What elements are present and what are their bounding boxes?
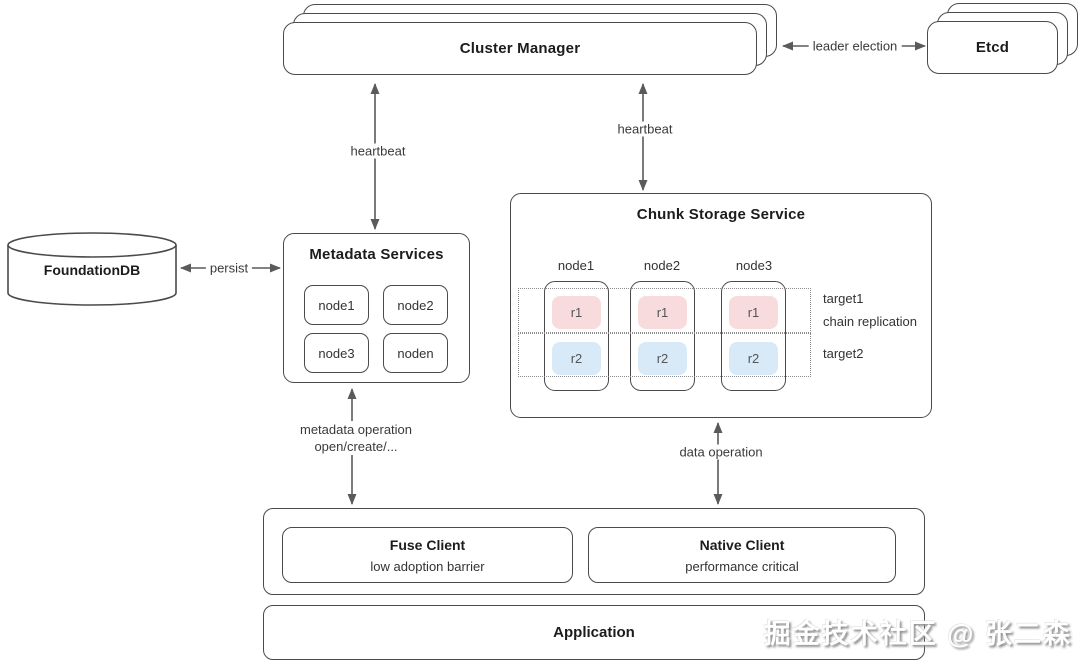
cluster-manager-label: Cluster Manager [459,40,581,57]
metadata-node1: node1 [304,285,369,325]
chunk-node2-replica-r1: r1 [638,296,687,329]
chunk-node3-box: r1 r2 [721,281,786,391]
persist-label: persist [205,260,253,276]
native-client-subtitle: performance critical [685,558,799,574]
chunk-node1-label: node1 [557,258,595,273]
cluster-manager-box: Cluster Manager [283,22,757,75]
heartbeat-metadata-label: heartbeat [346,143,410,159]
chunk-storage-title: Chunk Storage Service [636,206,806,223]
chunk-node1-replica-r2: r2 [552,342,601,375]
target2-label: target2 [823,346,864,361]
chain-replication-label: chain replication [823,314,917,329]
heartbeat-chunk-label: heartbeat [613,121,677,137]
application-label: Application [553,624,635,641]
foundationdb-label: FoundationDB [43,262,141,278]
application-box: Application [263,605,925,660]
chunk-node3-replica-r1: r1 [729,296,778,329]
leader-election-label: leader election [808,38,902,54]
chunk-node1-box: r1 r2 [544,281,609,391]
metadata-noden: noden [383,333,448,373]
metadata-node2: node2 [383,285,448,325]
target1-dotted-rect [518,288,811,333]
native-client-title: Native Client [699,536,785,553]
etcd-label: Etcd [975,39,1010,56]
fuse-client-title: Fuse Client [389,536,466,553]
target1-label: target1 [823,291,864,306]
chunk-node1-replica-r1: r1 [552,296,601,329]
chunk-node3-replica-r2: r2 [729,342,778,375]
data-operation-label: data operation [675,444,767,460]
metadata-operation-label-line1: metadata operation [295,421,417,438]
metadata-operation-label: metadata operation open/create/... [295,421,417,455]
metadata-services-title: Metadata Services [309,246,444,263]
native-client-box: Native Client performance critical [588,527,896,583]
fuse-client-subtitle: low adoption barrier [370,558,485,574]
metadata-operation-label-line2: open/create/... [295,438,417,455]
clients-outer-box: Fuse Client low adoption barrier Native … [263,508,925,595]
chunk-storage-box: Chunk Storage Service node1 node2 node3 … [510,193,932,418]
chunk-node2-replica-r2: r2 [638,342,687,375]
chunk-node2-box: r1 r2 [630,281,695,391]
target2-dotted-rect [518,333,811,377]
etcd-box: Etcd [927,21,1058,74]
fuse-client-box: Fuse Client low adoption barrier [282,527,573,583]
metadata-node3: node3 [304,333,369,373]
watermark: 掘金技术社区 @ 张二森 [763,619,1072,649]
chunk-node3-label: node3 [735,258,773,273]
metadata-services-box: Metadata Services node1 node2 node3 node… [283,233,470,383]
chunk-node2-label: node2 [643,258,681,273]
